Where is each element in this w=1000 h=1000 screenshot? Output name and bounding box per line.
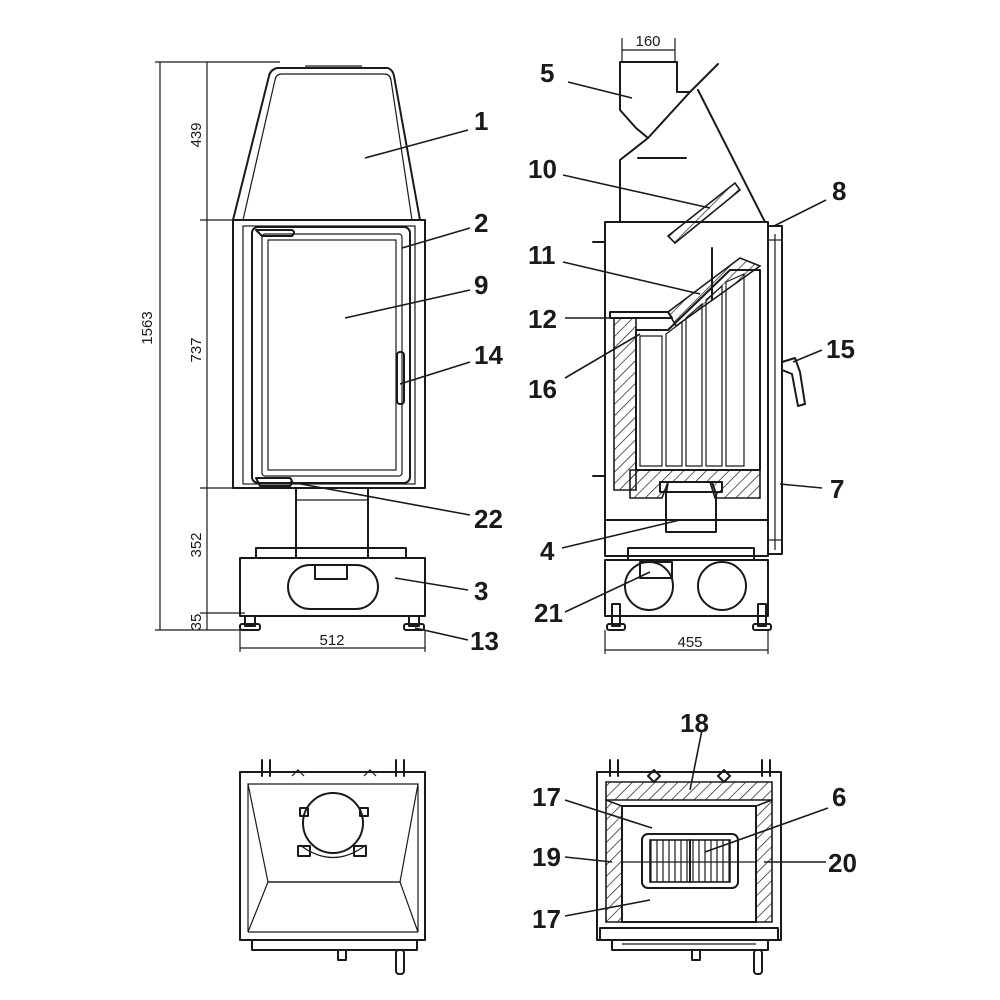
callout-13: 13 [470,626,499,656]
dim-side-depth: 455 [677,634,702,651]
callout-4: 4 [540,536,555,566]
callout-17-top: 17 [532,782,561,812]
leader-lines [289,81,829,917]
callout-11: 11 [528,240,556,270]
flue-collar [619,61,691,139]
dim-total-height: 1563 [139,311,156,344]
front-dimensions: 1563 439 737 352 35 512 [139,61,426,652]
callout-17-bottom: 17 [532,904,561,934]
callouts: 1 2 3 4 5 6 7 8 9 10 11 12 13 14 15 16 1… [470,58,857,934]
callout-16: 16 [528,374,557,404]
top-view [239,759,426,975]
callout-21: 21 [534,598,563,628]
callout-3: 3 [474,576,488,606]
side-dimensions: 455 [604,630,769,654]
callout-1: 1 [474,106,488,136]
top-section-view [596,759,782,975]
callout-22: 22 [474,504,503,534]
door-handle [396,351,405,405]
callout-9: 9 [474,270,488,300]
dim-foot-height: 35 [188,614,205,631]
callout-14: 14 [474,340,503,370]
front-view [232,65,426,631]
callout-2: 2 [474,208,488,238]
callout-20: 20 [828,848,857,878]
callout-15: 15 [826,334,855,364]
door-glass [267,239,397,471]
hood [232,67,421,221]
callout-5: 5 [540,58,554,88]
callout-8: 8 [832,176,846,206]
callout-7: 7 [830,474,844,504]
side-view: 160 [592,33,806,631]
dim-door-height: 737 [188,337,205,362]
callout-12: 12 [528,304,557,334]
callout-19: 19 [532,842,561,872]
dim-base-height: 352 [188,532,205,557]
dim-hood-height: 439 [188,122,205,147]
callout-6: 6 [832,782,846,812]
door [251,226,411,484]
callout-18: 18 [680,708,709,738]
callout-10: 10 [528,154,557,184]
flue-opening [302,792,364,854]
dim-flue-diameter: 160 [635,33,660,50]
dim-front-width: 512 [319,632,344,649]
